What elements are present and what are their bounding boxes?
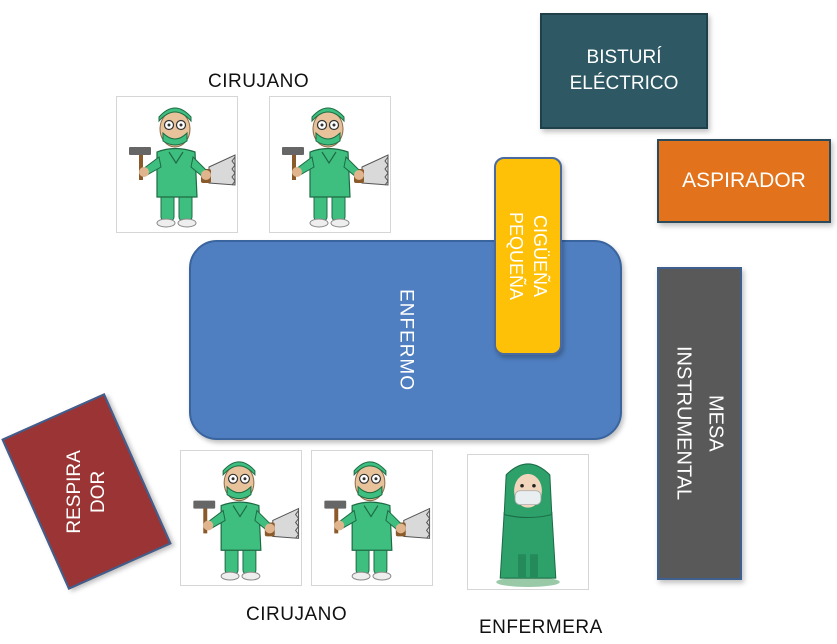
surgeon-bottom-left-icon [180, 450, 302, 586]
nurse-icon [467, 454, 589, 590]
respirador-label-line2: DOR [87, 470, 109, 513]
surgeon-top-left-icon [116, 96, 238, 233]
aspirador-box: ASPIRADOR [657, 139, 831, 223]
respirador-box: RESPIRA DOR [1, 393, 172, 590]
aspirador-label: ASPIRADOR [682, 169, 806, 192]
enfermo-label: ENFERMO [395, 289, 417, 391]
mesa-label-line1: MESA [704, 395, 727, 452]
ciguena-label-line1: CIGÜEÑA [530, 214, 550, 297]
ciguena-label-line2: PEQUEÑA [506, 211, 526, 301]
bisturi-label-line2: ELÉCTRICO [569, 73, 679, 94]
surgeon-top-right-icon [269, 96, 391, 233]
bisturi-electrico-box: BISTURÍ ELÉCTRICO [540, 13, 708, 129]
mesa-label-line2: INSTRUMENTAL [672, 346, 695, 501]
respirador-label-line1: RESPIRA [63, 449, 85, 534]
surgeon-label-top: CIRUJANO [208, 71, 310, 92]
surgeon-bottom-right-icon [311, 450, 433, 586]
bisturi-label-line1: BISTURÍ [586, 47, 662, 68]
mesa-instrumental-box: MESA INSTRUMENTAL [657, 267, 742, 580]
ciguena-pequena-box: CIGÜEÑA PEQUEÑA [494, 157, 562, 355]
surgeon-label-bottom: CIRUJANO [246, 604, 348, 625]
nurse-label: ENFERMERA [479, 617, 603, 638]
